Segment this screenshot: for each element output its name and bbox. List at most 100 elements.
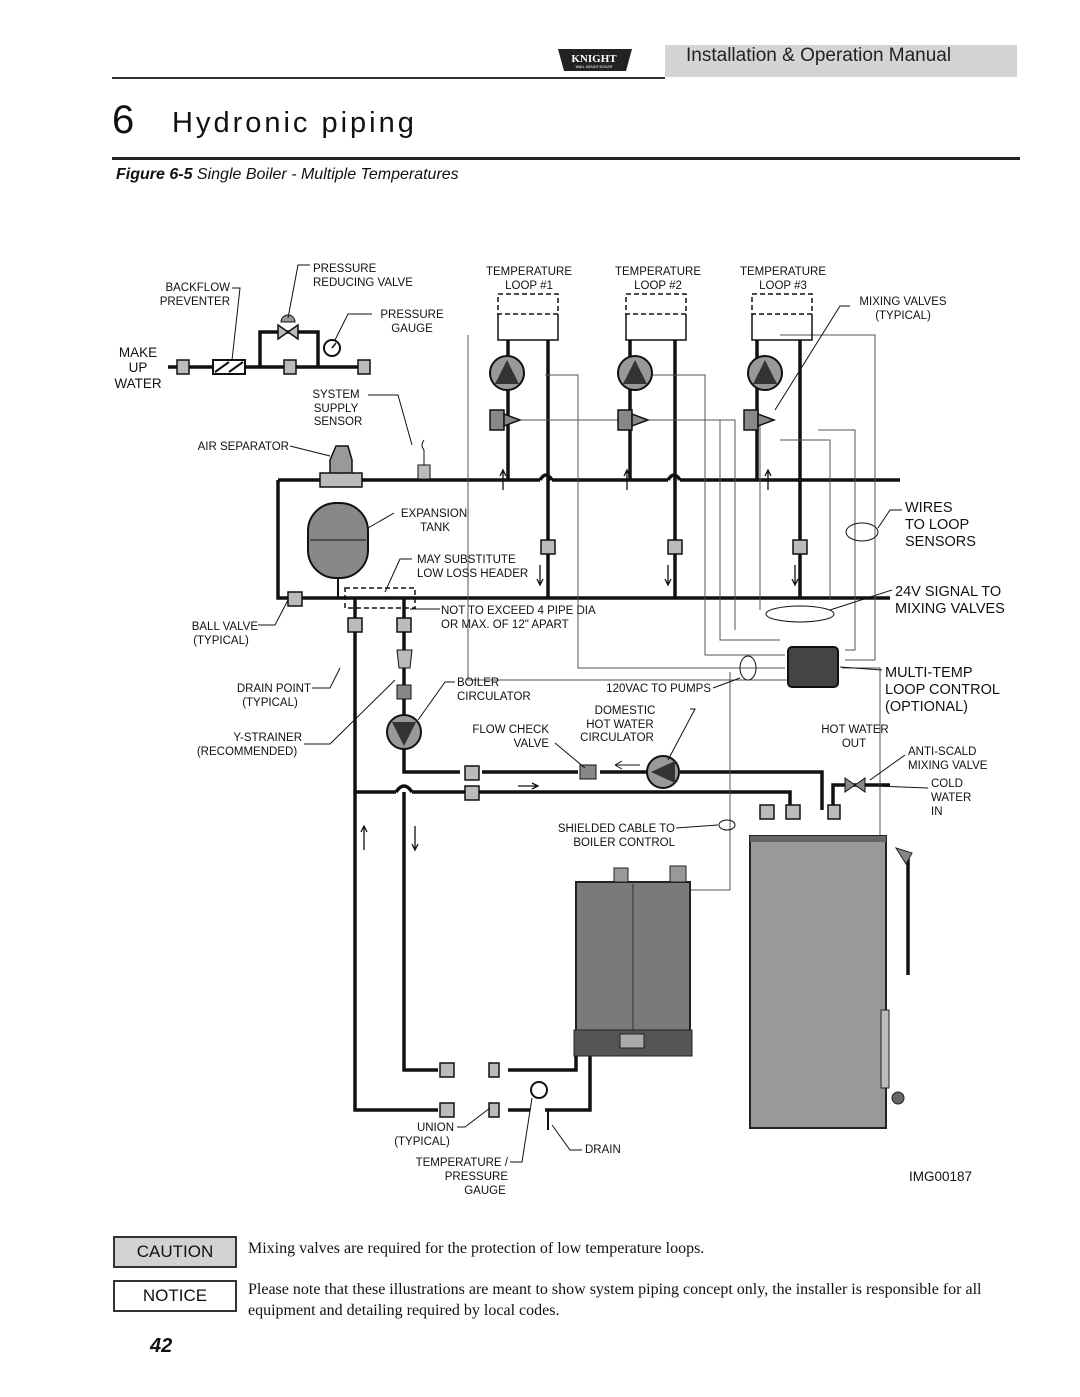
label-tp-gauge: PRESSURE xyxy=(445,1171,509,1183)
label-llh: MAY SUBSTITUTE xyxy=(417,554,516,566)
label-cold-water: COLD xyxy=(931,778,963,790)
anti-scald-valve xyxy=(844,777,866,793)
label-not-to-exceed: NOT TO EXCEED 4 PIPE DIA xyxy=(441,605,596,617)
label-union: (TYPICAL) xyxy=(394,1136,450,1148)
ball-valves xyxy=(176,359,841,1118)
label-system-sensor: SENSOR xyxy=(314,416,363,428)
label-ball-valve: (TYPICAL) xyxy=(193,635,249,647)
label-mixing-valves: (TYPICAL) xyxy=(875,310,931,322)
label-makeup: MAKE xyxy=(119,345,157,360)
label-mixing-valves: MIXING VALVES xyxy=(859,296,946,308)
flow-check-valve xyxy=(396,684,412,700)
water-heater xyxy=(749,835,913,1129)
notice-label: NOTICE xyxy=(113,1280,237,1312)
low-loss-header xyxy=(344,587,416,609)
label-loop2: LOOP #2 xyxy=(634,280,682,292)
label-hot-water: HOT WATER xyxy=(821,724,889,736)
label-loop3: TEMPERATURE xyxy=(740,266,826,278)
label-flow-check: FLOW CHECK xyxy=(472,724,549,736)
label-wires: WIRES xyxy=(905,500,953,516)
label-cold-water: WATER xyxy=(931,792,971,804)
label-loop1: TEMPERATURE xyxy=(486,266,572,278)
pipes xyxy=(168,330,910,1112)
label-makeup: WATER xyxy=(114,376,161,391)
caution-text: Mixing valves are required for the prote… xyxy=(248,1240,705,1257)
boiler xyxy=(573,865,693,1057)
label-backflow: PREVENTER xyxy=(160,296,230,308)
pressure-reducing-valve xyxy=(277,323,299,341)
chapter-number: 6 xyxy=(112,98,135,142)
label-anti-scald: MIXING VALVE xyxy=(908,760,988,772)
label-union: UNION xyxy=(417,1122,454,1134)
loop-boxes xyxy=(497,293,813,315)
multi-temp-control xyxy=(787,646,839,688)
label-y-strainer: (RECOMMENDED) xyxy=(197,746,297,758)
label-drain-point: (TYPICAL) xyxy=(242,697,298,709)
label-multi-temp: MULTI-TEMP xyxy=(885,665,973,681)
label-ball-valve: BALL VALVE xyxy=(192,621,259,633)
label-backflow: BACKFLOW xyxy=(165,282,230,294)
label-drain-point: DRAIN POINT xyxy=(237,683,311,695)
label-llh: LOW LOSS HEADER xyxy=(417,568,528,580)
header-bar xyxy=(665,45,1017,77)
label-wires: TO LOOP xyxy=(905,517,969,533)
label-120vac: 120VAC TO PUMPS xyxy=(606,683,711,695)
figure-caption: Figure 6-5 Single Boiler - Multiple Temp… xyxy=(116,166,459,184)
label-24v-signal: 24V SIGNAL TO xyxy=(895,584,1001,600)
label-expansion-tank: TANK xyxy=(420,522,450,534)
figure-label: Figure 6-5 xyxy=(116,166,193,183)
notice-text: Please note that these illustrations are… xyxy=(248,1281,982,1319)
label-loop1: LOOP #1 xyxy=(505,280,553,292)
header-title: Installation & Operation Manual xyxy=(686,45,952,66)
label-wires: SENSORS xyxy=(905,534,976,550)
label-prv: REDUCING VALVE xyxy=(313,277,413,289)
logo-subtext: WALL MOUNT BOILER xyxy=(576,65,613,69)
label-shielded-cable: BOILER CONTROL xyxy=(573,837,675,849)
label-system-sensor: SUPPLY xyxy=(314,403,359,415)
system-supply-sensor xyxy=(417,464,431,480)
label-pressure-gauge: PRESSURE xyxy=(380,309,444,321)
label-expansion-tank: EXPANSION xyxy=(401,508,467,520)
label-air-separator: AIR SEPARATOR xyxy=(198,441,289,453)
label-cold-water: IN xyxy=(931,806,943,818)
label-drain: DRAIN xyxy=(585,1144,621,1156)
loop-pumps xyxy=(489,355,783,391)
logo-text: KNIGHT xyxy=(571,53,617,65)
control-wiring xyxy=(467,334,881,1125)
label-y-strainer: Y-STRAINER xyxy=(233,732,302,744)
y-strainer xyxy=(396,649,413,669)
label-tp-gauge: GAUGE xyxy=(464,1185,506,1197)
label-makeup: UP xyxy=(129,360,148,375)
backflow-preventer xyxy=(212,359,246,375)
label-loop3: LOOP #3 xyxy=(759,280,807,292)
label-flow-check: VALVE xyxy=(514,738,550,750)
chapter-rule xyxy=(112,157,1020,160)
figure-caption-text: Single Boiler - Multiple Temperatures xyxy=(196,166,459,183)
page-number: 42 xyxy=(150,1335,173,1357)
label-tp-gauge: TEMPERATURE / xyxy=(416,1157,509,1169)
label-dhw-circ: CIRCULATOR xyxy=(580,732,654,744)
temperature-pressure-gauge xyxy=(530,1081,548,1099)
image-id: IMG00187 xyxy=(909,1169,972,1184)
label-system-sensor: SYSTEM xyxy=(312,389,359,401)
label-multi-temp: (OPTIONAL) xyxy=(885,699,968,715)
label-anti-scald: ANTI-SCALD xyxy=(908,746,976,758)
label-shielded-cable: SHIELDED CABLE TO xyxy=(558,823,675,835)
piping-diagram: BACKFLOW PREVENTER PRESSURE REDUCING VAL… xyxy=(114,263,1005,1197)
label-boiler-circulator: CIRCULATOR xyxy=(457,691,531,703)
caution-label: CAUTION xyxy=(113,1236,237,1268)
label-dhw-circ: HOT WATER xyxy=(586,719,654,731)
dhw-flow-check xyxy=(579,764,597,780)
label-boiler-circulator: BOILER xyxy=(457,677,499,689)
label-not-to-exceed: OR MAX. OF 12" APART xyxy=(441,619,569,631)
label-loop2: TEMPERATURE xyxy=(615,266,701,278)
label-multi-temp: LOOP CONTROL xyxy=(885,682,1000,698)
header-rule xyxy=(112,77,665,79)
label-pressure-gauge: GAUGE xyxy=(391,323,433,335)
label-hot-water: OUT xyxy=(842,738,866,750)
label-24v-signal: MIXING VALVES xyxy=(895,601,1005,617)
label-dhw-circ: DOMESTIC xyxy=(595,705,656,717)
mixing-valves xyxy=(489,409,777,431)
label-prv: PRESSURE xyxy=(313,263,377,275)
chapter-title: Hydronic piping xyxy=(172,107,417,139)
